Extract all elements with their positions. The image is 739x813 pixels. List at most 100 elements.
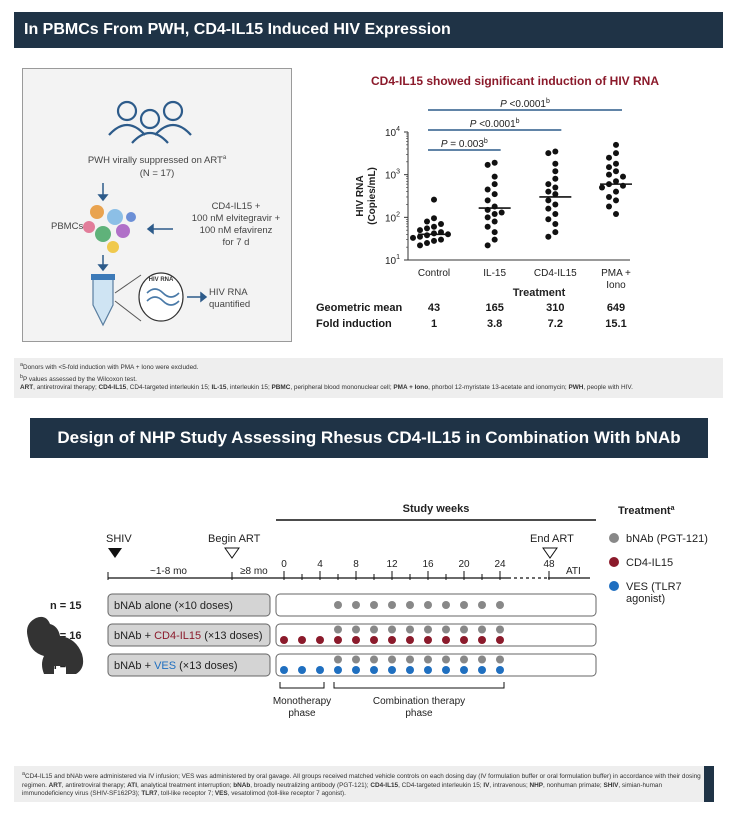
abbrev-def: , toll-like receptor 7; [157,790,215,798]
data-point [552,148,559,155]
data-point [484,214,491,221]
week-label: 0 [281,559,287,570]
legend-label: VES (TLR7 [626,581,682,593]
workflow-diagram: PWH virally suppressed on ARTa (N = 17) … [51,100,281,327]
data-point [613,141,619,148]
abbrev-def: , vesatolimod (toll-like receptor 7 agon… [227,790,346,798]
data-point [417,227,423,234]
mono-phase-label-2: phase [288,708,316,719]
right-arrow-icon [187,291,208,303]
group-label: bNAb alone (×10 doses) [114,600,233,612]
bnab-dose-dot [352,655,360,664]
abbrev-def: , peripheral blood mononuclear cell; [290,384,394,392]
pbmcs-label: PBMCs [51,221,83,232]
bnab-dose-dot [496,601,504,609]
data-point [417,242,423,249]
ves-dose-dot [478,666,486,674]
data-point [552,229,559,236]
table-cell: 43 [427,302,441,314]
data-point [613,197,619,204]
n-label: (N = 17) [140,168,175,179]
data-point [552,168,559,175]
legend-label-2: agonist) [626,593,665,605]
table-cell: 15.1 [605,318,627,330]
data-point [438,236,444,243]
monkey-icon [27,616,84,674]
down-arrow-icon [97,183,109,272]
abbrev-def: , intravenous; [489,781,530,789]
data-point [613,188,619,195]
y-axis-label: HIV RNA(Copies/mL) [355,167,378,225]
data-point [606,154,612,161]
bnab-dose-dot [352,601,360,609]
x-tick-label: IL-15 [483,268,506,279]
abbrev-key: NHP [529,781,544,789]
cd4il15-dose-dot [334,636,342,644]
study-weeks-label: Study weeks [403,503,470,515]
ves-dose-dot [496,666,504,674]
bnab-dose-dot [406,625,414,634]
legend-label: bNAb (PGT-121) [626,533,708,545]
shiv-label: SHIV [106,533,132,545]
cd4il15-dose-dot [496,636,504,644]
table-row-label: Fold induction [316,318,392,330]
data-point [545,216,552,223]
cd4il15-dose-dot [424,636,432,644]
mono-phase-label: Monotherapy [273,696,331,707]
combo-phase-label: Combination therapy [373,696,465,707]
bnab-dose-dot [424,601,432,609]
bnab-dose-dot [478,601,486,609]
data-point [552,220,559,227]
pwh-label: PWH virally suppressed on ARTa [88,155,227,166]
section1-footnotes: aDonors with <5-fold induction with PMA … [14,358,723,398]
cd4il15-dose-dot [478,636,486,644]
abbrev-def: , analytical treatment interruption; [136,781,234,789]
abbrev-key: ART [48,781,62,789]
bnab-dose-dot [442,625,450,634]
data-point [484,161,491,168]
abbrev-key: IL-15 [211,384,227,392]
bnab-dose-dot [370,601,378,609]
left-arrow-icon [146,223,173,235]
data-point [410,234,416,241]
bnab-dose-dot [334,655,342,664]
data-point [599,184,605,191]
section1-abbreviations: ART, antiretroviral therapy; CD4-IL15, C… [20,384,717,393]
cd4il15-dose-dot [316,636,324,644]
tube-hiv-rna-label: HIV RNA [149,277,174,283]
p-value-label: P = 0.003b [441,138,488,150]
bnab-dose-dot [370,625,378,634]
y-tick-label: 102 [385,211,400,224]
abbrev-key: ART [20,384,34,392]
data-point [552,184,559,191]
shiv-marker-icon [108,548,122,558]
table-cell: 165 [485,302,504,314]
p-value-label: P <0.0001b [470,118,520,130]
table-cell: 3.8 [487,318,503,330]
p-value-label: P <0.0001b [500,98,550,110]
legend-title: Treatmenta [618,505,675,517]
bnab-dose-dot [406,601,414,609]
end-art-marker-icon [542,547,558,559]
table-row-label: Geometric mean [316,302,403,314]
data-point [620,173,626,180]
tube-icon [91,274,115,327]
section2-title: Design of NHP Study Assessing Rhesus CD4… [57,428,681,447]
table-cell: 649 [606,302,626,314]
bnab-dose-dot [460,625,468,634]
bnab-dose-dot [424,625,432,634]
ves-dose-dot [334,666,342,674]
data-point [613,160,619,167]
table-cell: 1 [430,318,438,330]
week-label: 16 [422,559,434,570]
abbrev-def: , antiretroviral therapy; [33,384,99,392]
group-schedule-box [275,653,597,677]
data-point [491,236,498,243]
bnab-dose-dot [370,655,378,664]
data-point [424,240,430,247]
bnab-dose-dot [442,601,450,609]
range-label: ~1-8 mo [150,566,187,577]
magnifier-icon [114,272,184,322]
cd4il15-dose-dot [298,636,306,644]
footnote-2a: CD4-IL15 and bNAb were administered via … [22,773,701,789]
